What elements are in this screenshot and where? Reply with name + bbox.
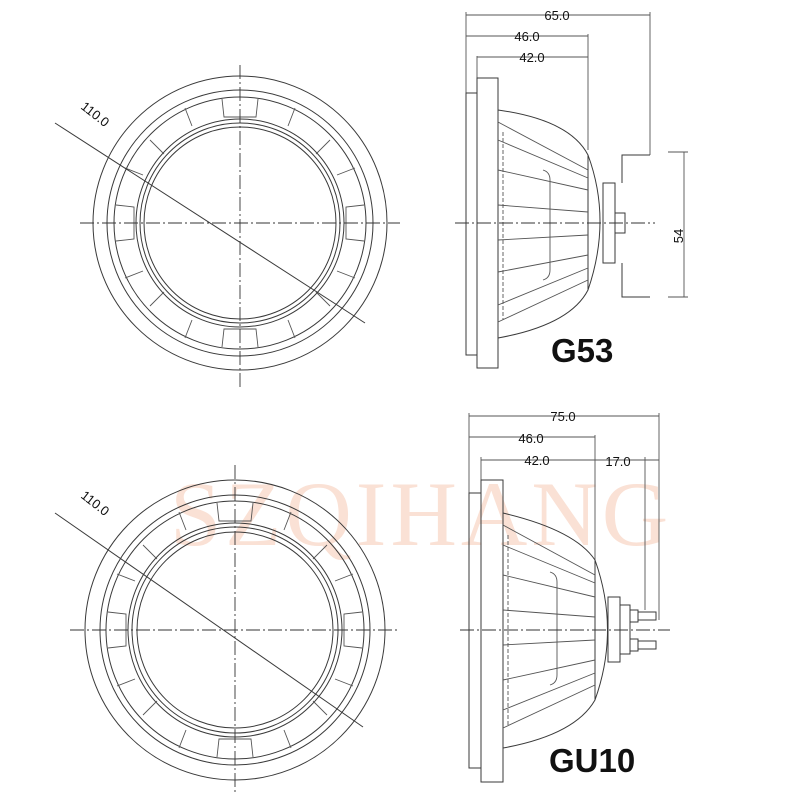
watermark: SZQIHANG — [170, 463, 672, 565]
g53-diameter-label: 110.0 — [78, 99, 112, 130]
g53-dim-overall-length: 65.0 — [544, 8, 569, 23]
gu10-side-view — [460, 413, 670, 783]
g53-dim-body-length: 46.0 — [514, 29, 539, 44]
gu10-dim-body-length: 46.0 — [518, 431, 543, 446]
g53-label: G53 — [551, 332, 613, 369]
g53-dim-pin-span: 54 — [671, 229, 686, 243]
gu10-dim-base-length: 17.0 — [605, 454, 630, 469]
gu10-dim-heatsink-length: 42.0 — [524, 453, 549, 468]
gu10-diameter-label: 110.0 — [78, 488, 112, 519]
g53-front-view — [54, 65, 400, 388]
g53-dim-heatsink-length: 42.0 — [519, 50, 544, 65]
g53-side-view — [455, 12, 688, 369]
gu10-front-view — [54, 465, 400, 795]
gu10-dim-overall-length: 75.0 — [550, 409, 575, 424]
gu10-label: GU10 — [549, 742, 635, 779]
